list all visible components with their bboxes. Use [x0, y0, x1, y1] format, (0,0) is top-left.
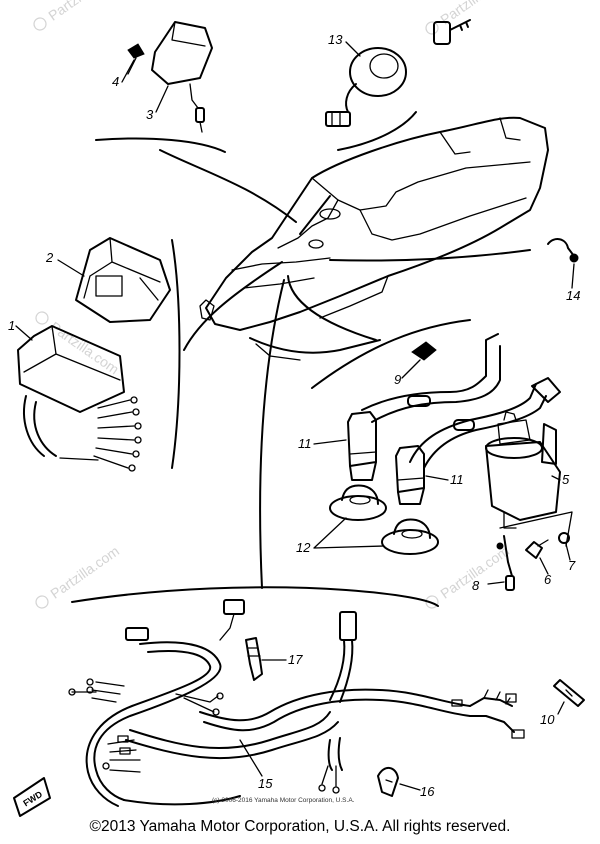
snowmobile-body [205, 116, 549, 361]
group-bracket [95, 137, 226, 153]
leader-line [551, 475, 561, 481]
part-3-cdi-unit [151, 21, 213, 133]
part-2-cover [75, 237, 171, 323]
part-15-wire-harness [68, 599, 525, 807]
part-4-clip [127, 43, 145, 75]
leader-line [287, 275, 377, 341]
callout-12: 12 [296, 540, 311, 555]
leader-line [487, 581, 505, 585]
group-bracket [71, 586, 439, 607]
leader-line [159, 149, 297, 223]
leader-line [401, 359, 421, 379]
callout-16: 16 [420, 784, 435, 799]
callout-6: 6 [544, 572, 552, 587]
watermark-text: Partzilla.com [437, 0, 512, 28]
leader-line [15, 325, 33, 341]
watermark-text: Partzilla.com [45, 0, 120, 24]
callout-2: 2 [45, 250, 54, 265]
callout-9: 9 [394, 372, 401, 387]
part-13-main-switch [325, 47, 407, 127]
group-bracket [311, 319, 471, 389]
callout-15: 15 [258, 776, 273, 791]
group-bracket [171, 239, 181, 469]
key-icon [433, 19, 471, 45]
small-clip [199, 299, 215, 321]
watermark-copyright-icon [425, 595, 439, 609]
leader-line [539, 557, 549, 575]
leader-line [259, 279, 285, 589]
part-5-ignition-coil [485, 411, 561, 529]
part-9-clip [411, 341, 437, 361]
part-14-clamp [547, 238, 579, 263]
spark-plug-lead [361, 333, 561, 469]
front-arrow-icon: FWD [13, 777, 51, 817]
part-11-plug-cap-right [395, 445, 425, 505]
watermark-text: Partzilla.com [47, 318, 122, 377]
leader-line [313, 439, 347, 445]
leader-line [183, 261, 283, 351]
callout-14: 14 [566, 288, 580, 303]
inner-copyright: (c) 2006-2016 Yamaha Motor Corporation, … [212, 797, 355, 804]
callout-4: 4 [112, 74, 119, 89]
leader-line [299, 195, 331, 235]
leader-line [571, 263, 575, 289]
callout-17: 17 [288, 652, 303, 667]
leader-line [425, 475, 449, 481]
part-7-washer [558, 532, 570, 544]
leader-line [313, 517, 385, 549]
callout-1: 1 [8, 318, 15, 333]
watermark-copyright-icon [425, 21, 439, 35]
part-11-plug-cap-left [347, 411, 377, 481]
callout-11: 11 [450, 472, 464, 487]
watermark-copyright-icon [35, 311, 49, 325]
callout-7: 7 [568, 558, 576, 573]
part-17-cable-tie [245, 637, 263, 681]
part-1-cdi-box [17, 325, 142, 472]
callout-8: 8 [472, 578, 480, 593]
leader-line [565, 543, 571, 561]
part-16-clamp [377, 767, 399, 797]
callout-10: 10 [540, 712, 555, 727]
footer-copyright: ©2013 Yamaha Motor Corporation, U.S.A. A… [89, 818, 511, 835]
leader-line [239, 739, 263, 777]
callout-5: 5 [562, 472, 570, 487]
leader-line [121, 59, 135, 83]
part-12-plug-boots [329, 484, 439, 555]
callout-13: 13 [328, 32, 343, 47]
part-10-plug [553, 679, 585, 707]
leader-line [557, 701, 565, 715]
watermark-group: Partzilla.com Partzilla.com Partzilla.co… [33, 0, 512, 609]
part-8-lead-wire [496, 535, 515, 591]
watermark-copyright-icon [33, 17, 47, 31]
leader-line [399, 783, 421, 791]
callout-3: 3 [146, 107, 154, 122]
group-bracket [337, 111, 417, 151]
part-6-bolt [525, 539, 549, 559]
callout-11: 11 [298, 436, 312, 451]
leader-line [345, 41, 361, 57]
watermark-text: Partzilla.com [47, 543, 122, 602]
leader-line [155, 85, 169, 113]
leader-line [329, 249, 531, 262]
leader-line [57, 259, 85, 277]
watermark-copyright-icon [35, 595, 49, 609]
